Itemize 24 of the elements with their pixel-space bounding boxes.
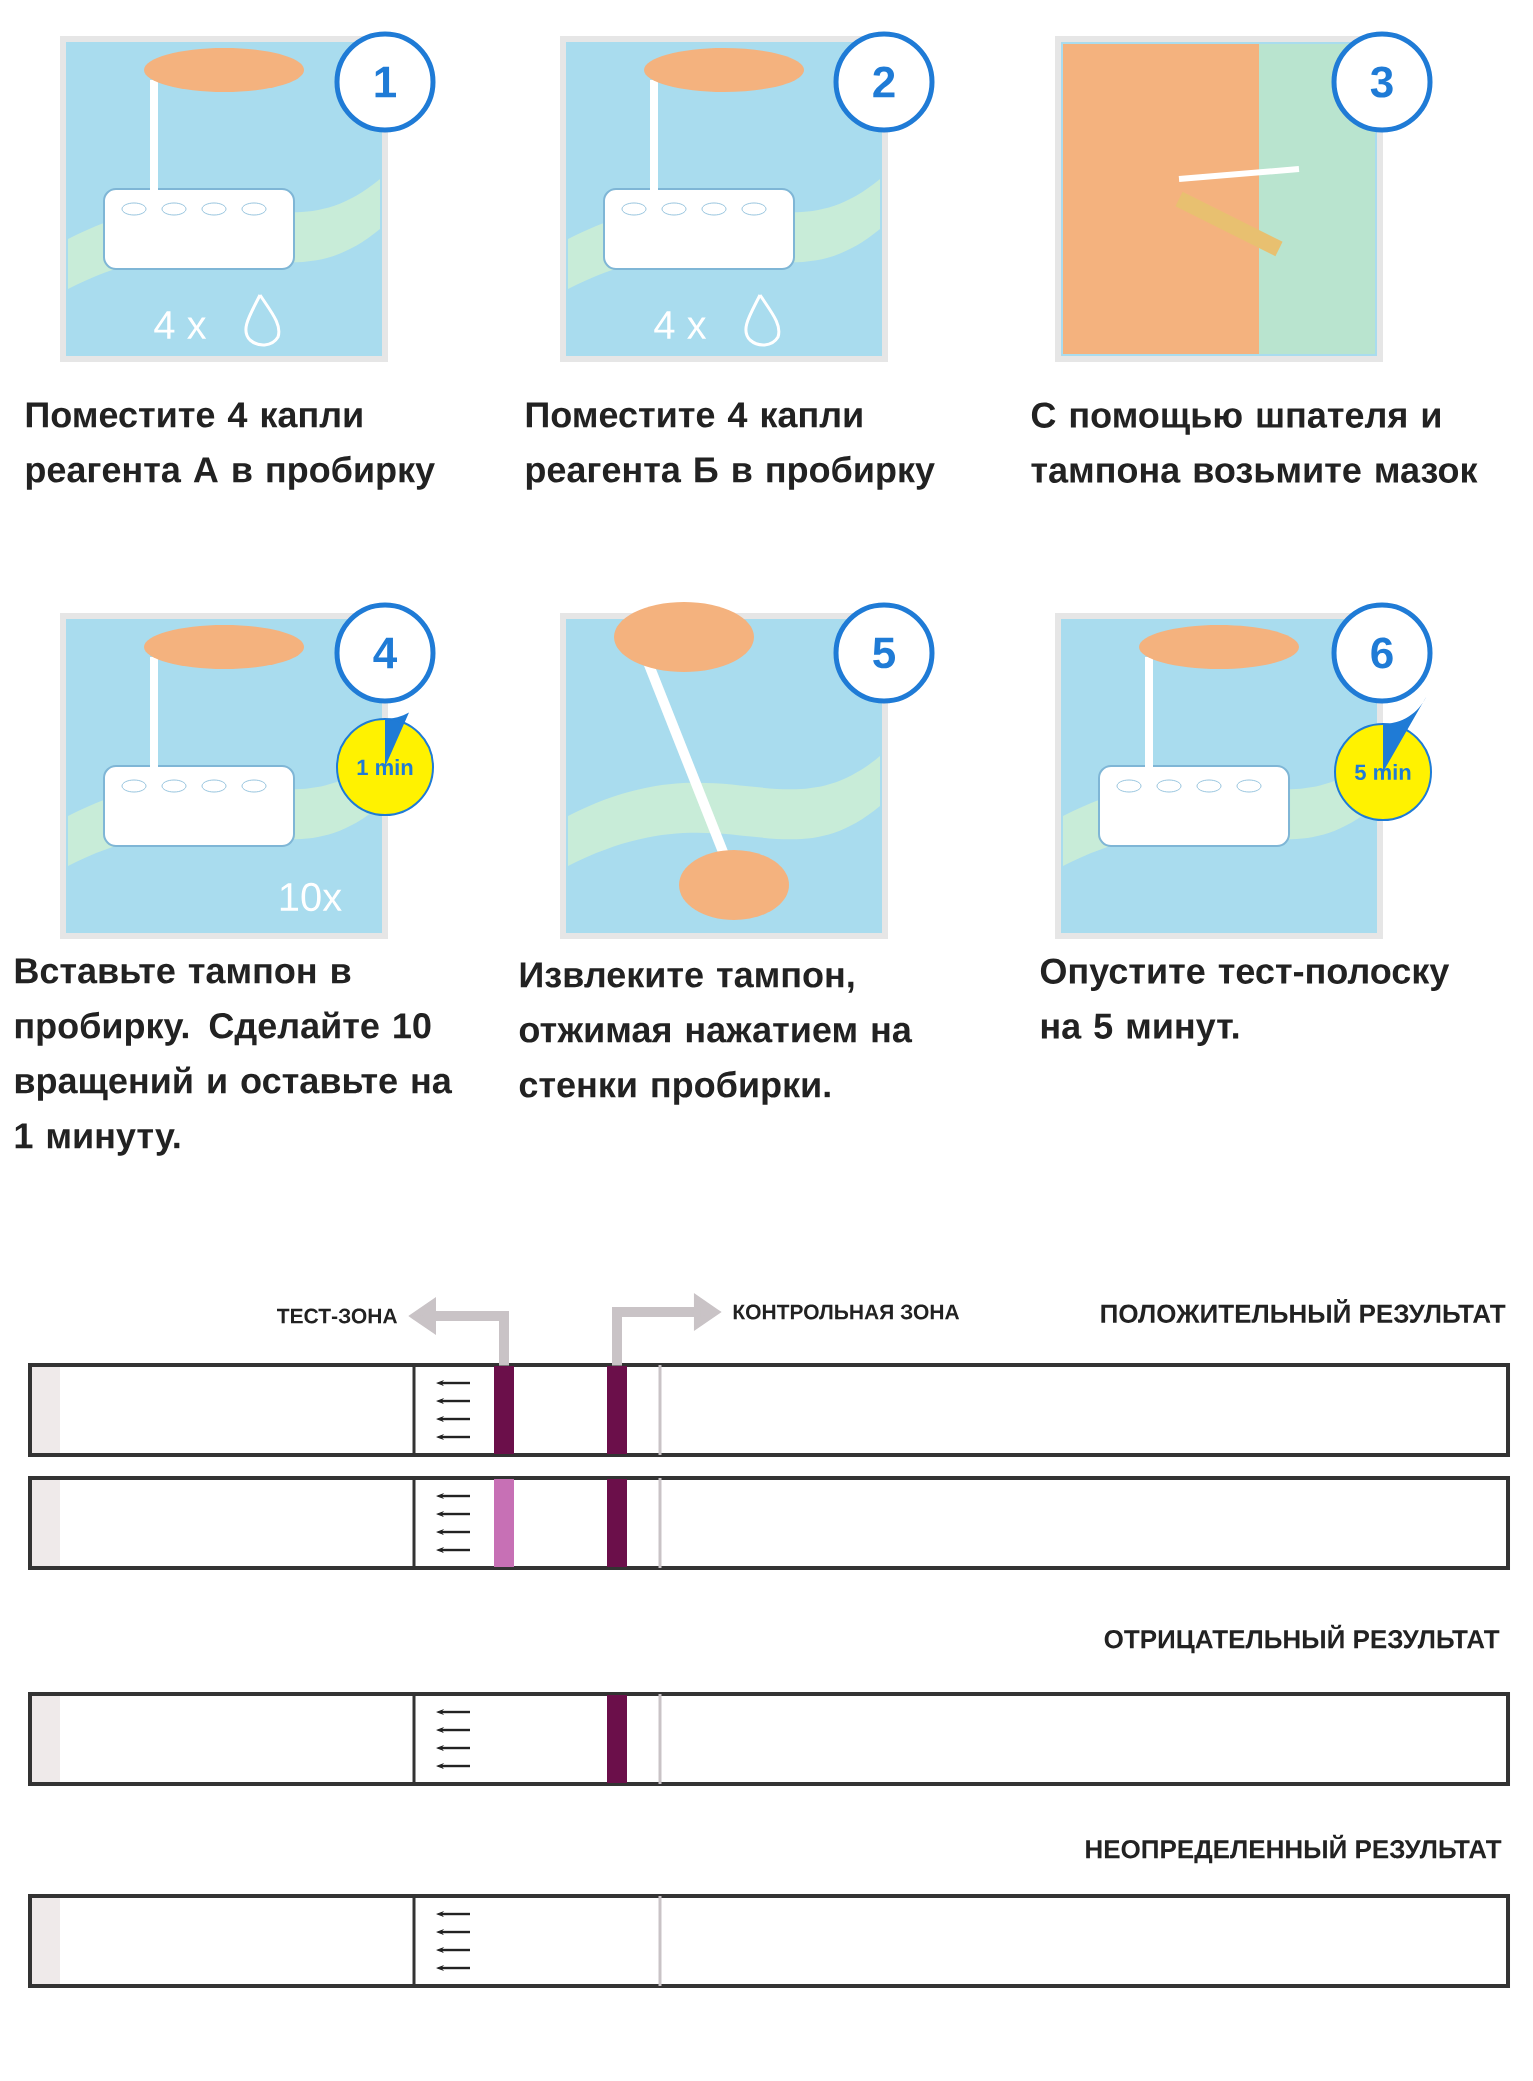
step-number: 6 (1331, 602, 1433, 704)
zone-label: КОНТРОЛЬНАЯ ЗОНА (733, 1304, 960, 1320)
result-heading: ОТРИЦАТЕЛЬНЫЙ РЕЗУЛЬТАТ (1104, 1624, 1500, 1654)
zone-label: ТЕСТ-ЗОНА (277, 1308, 397, 1324)
count-label: 10x (280, 882, 342, 912)
step-number: 5 (833, 602, 935, 704)
step-caption: С помощью шпателя и тампона возьмите мазок (1031, 402, 1478, 483)
test-strip (28, 1363, 1510, 1457)
result-heading: ПОЛОЖИТЕЛЬНЫЙ РЕЗУЛЬТАТ (1101, 1299, 1506, 1323)
test-strip (28, 1476, 1510, 1570)
step-number: 3 (1331, 31, 1433, 133)
step-caption: Извлеките тампон, отжимая нажатием на стенки пробирки. (519, 962, 913, 1105)
count-label: 4 x (154, 311, 207, 339)
test-strip (28, 1894, 1510, 1988)
result-heading: НЕОПРЕДЕЛЕННЫЙ РЕЗУЛЬТАТ (1086, 1834, 1502, 1864)
step-number: 4 (334, 602, 436, 704)
test-strip (28, 1692, 1510, 1786)
step-number: 1 (334, 31, 436, 133)
step-caption: Вставьте тампон в пробирку. Сделайте 10 вращений и оставьте на 1 минуту. (15, 958, 453, 1156)
count-label: 4 x (654, 311, 707, 339)
step-caption: Поместите 4 капли реагента А в пробирку (26, 402, 435, 490)
step-number: 2 (833, 31, 935, 133)
step-caption: Поместите 4 капли реагента Б в пробирку (526, 402, 935, 490)
step-caption: Опустите тест-полоску на 5 минут. (1040, 958, 1450, 1046)
